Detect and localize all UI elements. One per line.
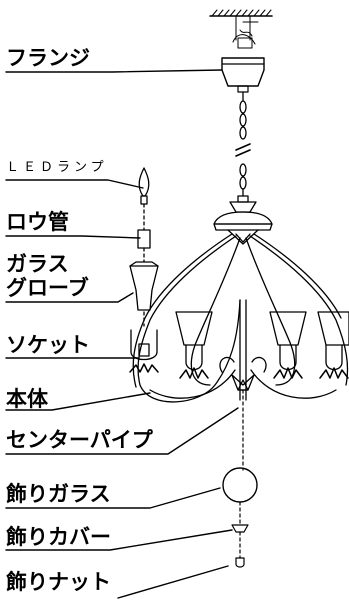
leader-center-pipe (5, 407, 239, 455)
leader-glass-globe (5, 292, 134, 303)
label-led-lamp: ＬＥＤランプ (6, 160, 108, 175)
leader-led-lamp (5, 179, 144, 189)
leader-deco-cover (5, 529, 233, 551)
flange-canopy (221, 57, 265, 87)
ceiling (209, 9, 273, 17)
leader-body (5, 392, 151, 411)
label-flange: フランジ (6, 46, 90, 70)
label-glass-globe-line1: ガラス (6, 252, 69, 276)
label-deco-cover: 飾りカバー (6, 525, 111, 549)
deco-cover (231, 524, 249, 533)
socket-cup (130, 329, 158, 361)
center-pipe-assembly (222, 379, 258, 568)
exploded-assembly (129, 167, 159, 373)
label-candle-tube: ロウ管 (6, 210, 69, 234)
label-body: 本体 (6, 387, 48, 411)
label-center-pipe: センターパイプ (6, 428, 153, 452)
flange-nut (237, 85, 249, 93)
deco-nut (235, 557, 245, 568)
label-socket: ソケット (6, 333, 90, 357)
leader-deco-glass (5, 487, 221, 509)
arms (132, 233, 349, 403)
deco-glass-ball (222, 467, 258, 503)
shades (175, 311, 349, 379)
chain (235, 91, 251, 197)
leader-deco-nut (117, 565, 229, 599)
candle-tube (137, 229, 151, 249)
body-cap (213, 195, 273, 245)
leader-flange (5, 69, 223, 73)
led-bulb (138, 167, 150, 197)
label-glass-globe-line2: グローブ (6, 276, 89, 300)
label-deco-nut: 飾りナット (6, 570, 111, 594)
leader-candle-tube (5, 235, 141, 239)
mounting-wiring (232, 15, 259, 49)
leader-lines (5, 69, 239, 599)
label-deco-glass: 飾りガラス (6, 482, 111, 506)
